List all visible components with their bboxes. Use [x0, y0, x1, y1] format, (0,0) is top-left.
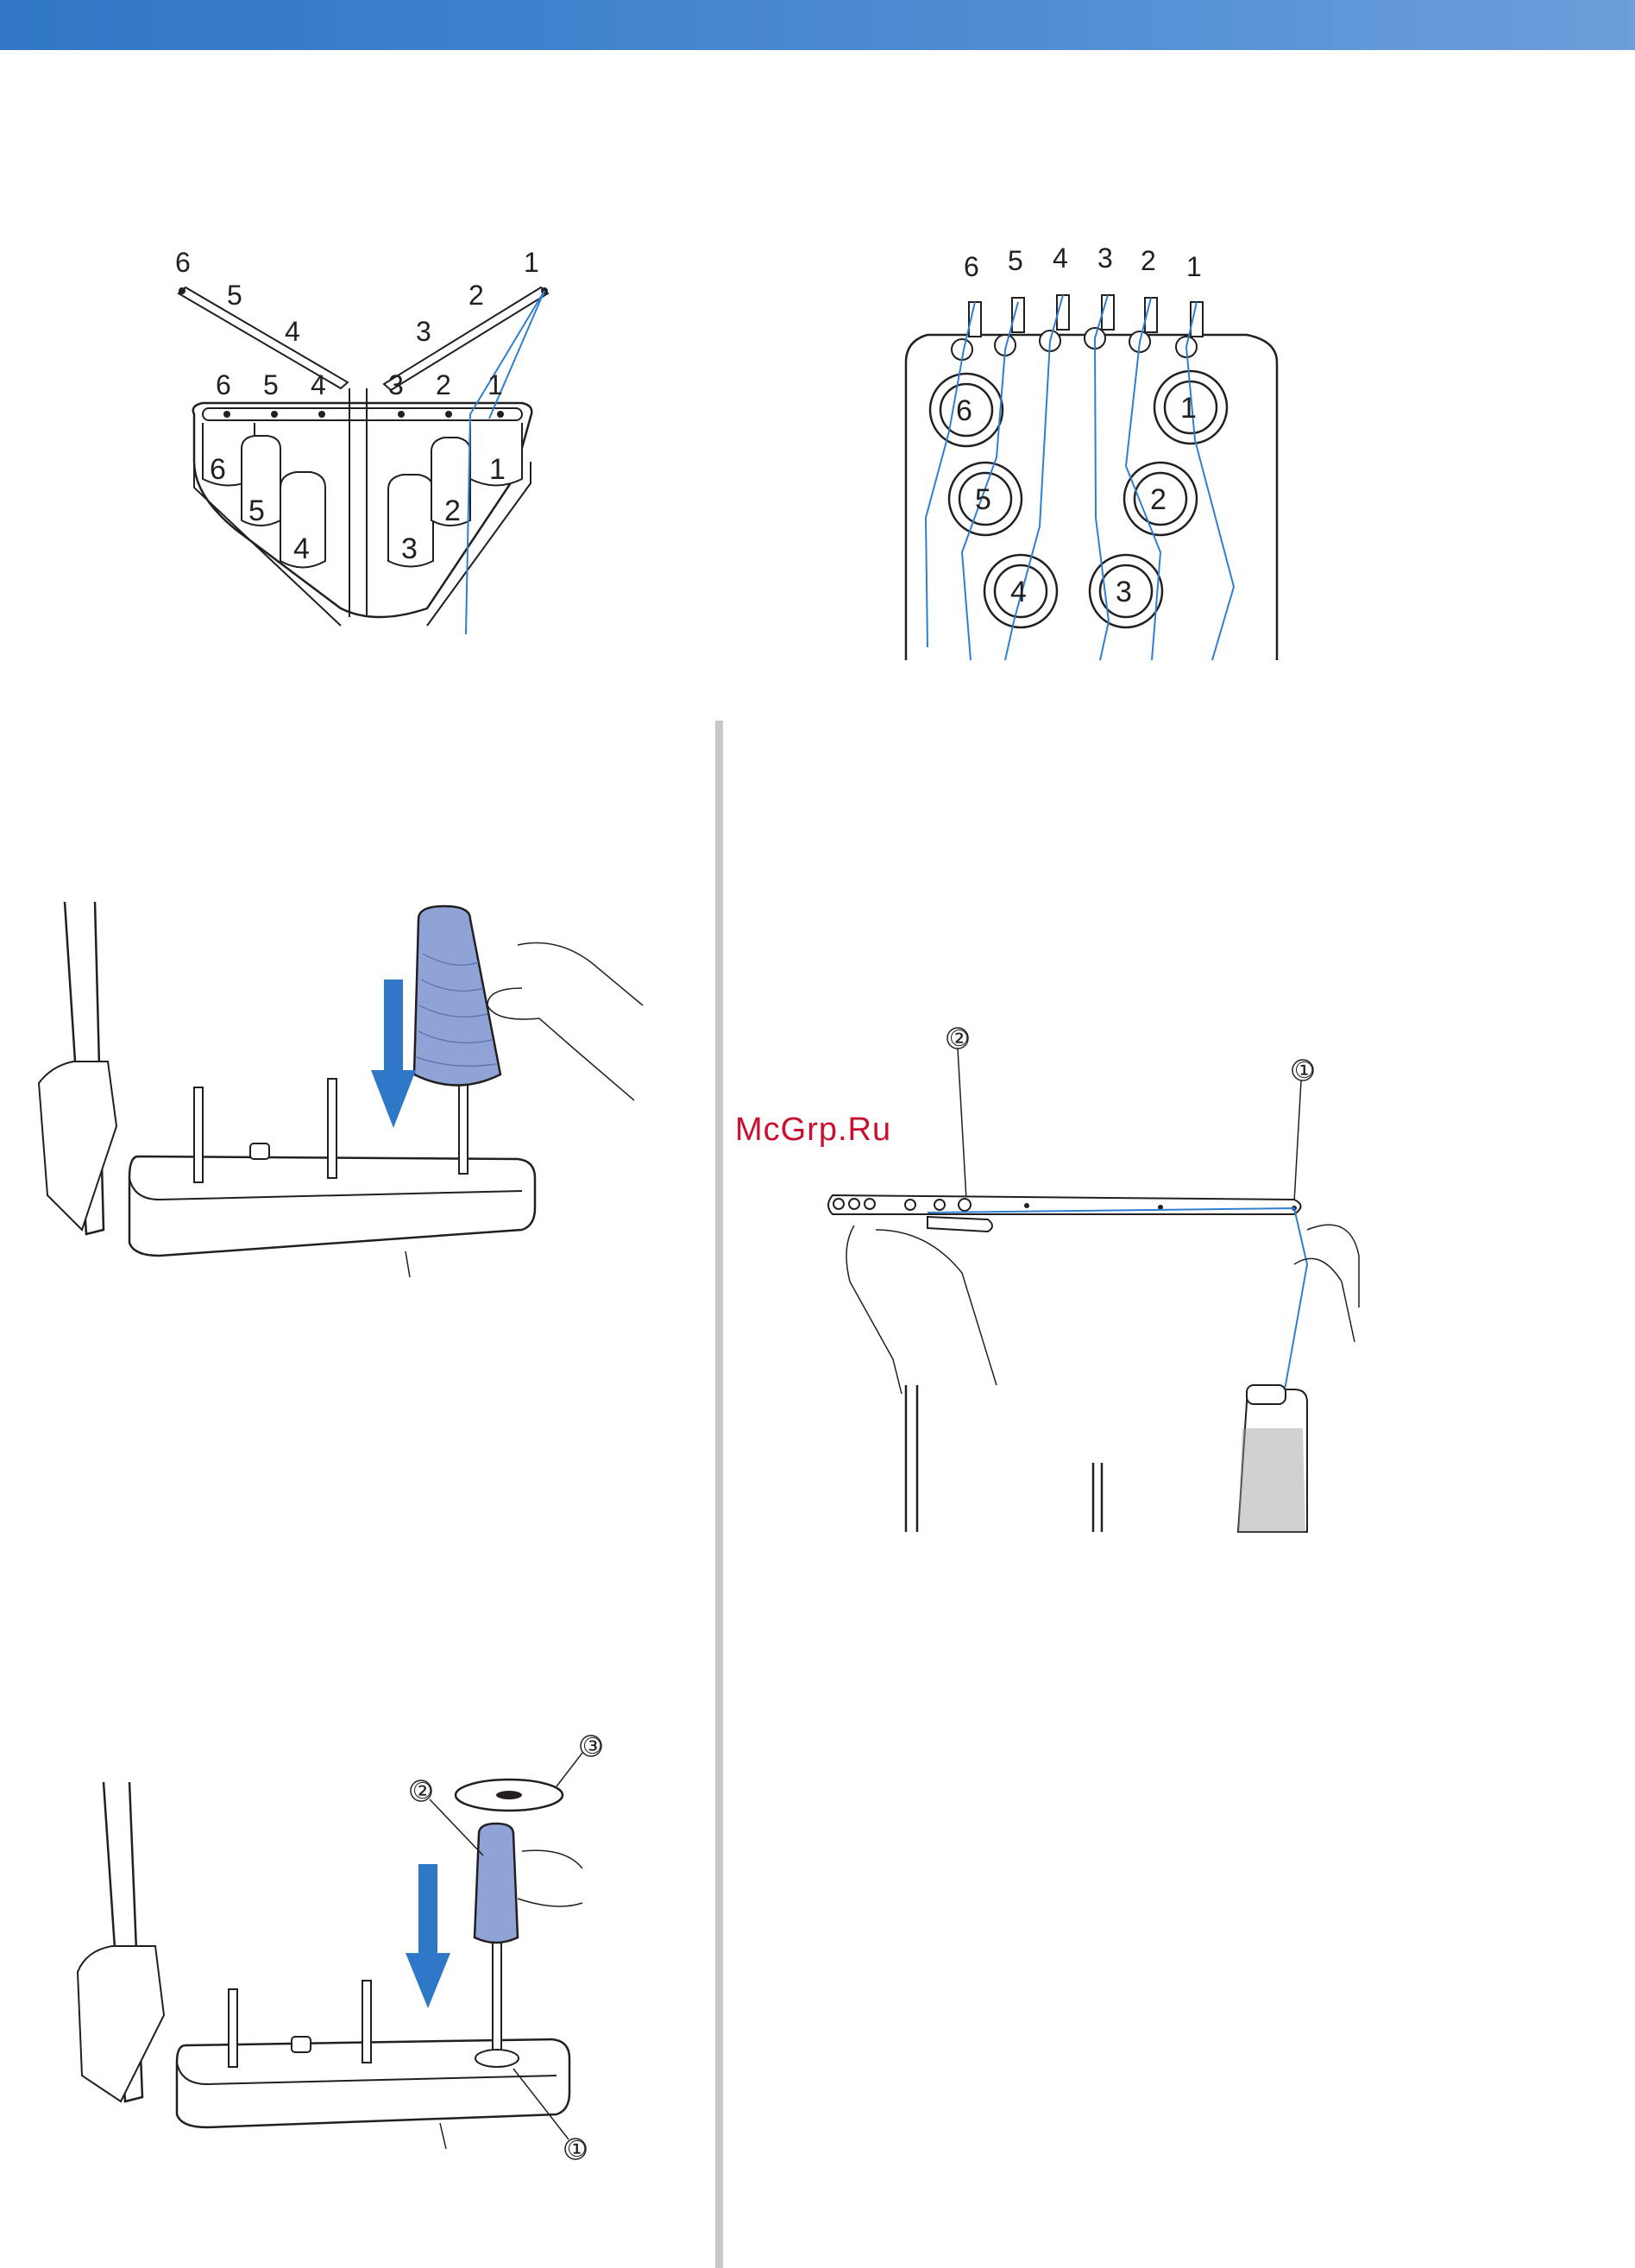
figure-thread-guide: ② ①: [824, 1023, 1363, 1532]
path-spool-label-6: 6: [956, 394, 972, 427]
arm-label-5: 5: [227, 280, 242, 311]
spool-label-6: 6: [210, 453, 226, 486]
path-top-label-6: 6: [964, 251, 979, 282]
insert-callout-3: ③: [582, 1733, 602, 1759]
guide-label-3: 3: [388, 369, 404, 400]
arm-label-3: 3: [416, 316, 431, 347]
path-spool-label-3: 3: [1116, 576, 1132, 608]
arm-label-1: 1: [524, 247, 539, 278]
arm-label-6: 6: [175, 247, 191, 278]
spool-label-4: 4: [293, 532, 310, 565]
spool-label-2: 2: [444, 495, 461, 527]
watermark: McGrp.Ru: [735, 1112, 891, 1149]
path-top-label-3: 3: [1097, 243, 1113, 274]
guide-label-4: 4: [311, 369, 326, 400]
guide-label-1: 1: [487, 369, 503, 400]
guide-callout-1: ①: [1294, 1057, 1314, 1083]
spool-label-1: 1: [489, 453, 506, 486]
spool-label-3: 3: [401, 532, 418, 565]
guide-label-6: 6: [216, 369, 231, 400]
guide-callout-2: ②: [949, 1025, 969, 1051]
path-spool-label-4: 4: [1010, 576, 1027, 608]
guide-label-2: 2: [436, 369, 451, 400]
figure-place-spool: [39, 902, 660, 1273]
down-arrow-icon: [406, 1864, 450, 2008]
path-spool-label-5: 5: [975, 483, 991, 516]
arm-label-4: 4: [285, 316, 300, 347]
spool-label-5: 5: [248, 495, 265, 527]
path-top-label-4: 4: [1053, 243, 1068, 274]
down-arrow-icon: [371, 980, 416, 1128]
path-top-label-1: 1: [1186, 251, 1202, 282]
guide-label-5: 5: [263, 369, 279, 400]
path-top-label-5: 5: [1008, 245, 1023, 276]
column-divider: [715, 721, 723, 2268]
figure-spool-stand: 6 5 4 3 2 1 6 5 4 3 2 1 6 5 4 3 2 1: [168, 246, 557, 652]
insert-callout-1: ①: [567, 2136, 587, 2162]
header-band: [0, 0, 1635, 50]
path-spool-label-1: 1: [1180, 392, 1197, 425]
figure-threading-path: 6 5 4 3 2 1 6 1 5 2 4 3: [902, 242, 1281, 660]
arm-label-2: 2: [468, 280, 484, 311]
path-top-label-2: 2: [1141, 245, 1156, 276]
figure-insert-spool: ③ ② ①: [73, 1730, 608, 2192]
path-spool-label-2: 2: [1150, 483, 1167, 516]
